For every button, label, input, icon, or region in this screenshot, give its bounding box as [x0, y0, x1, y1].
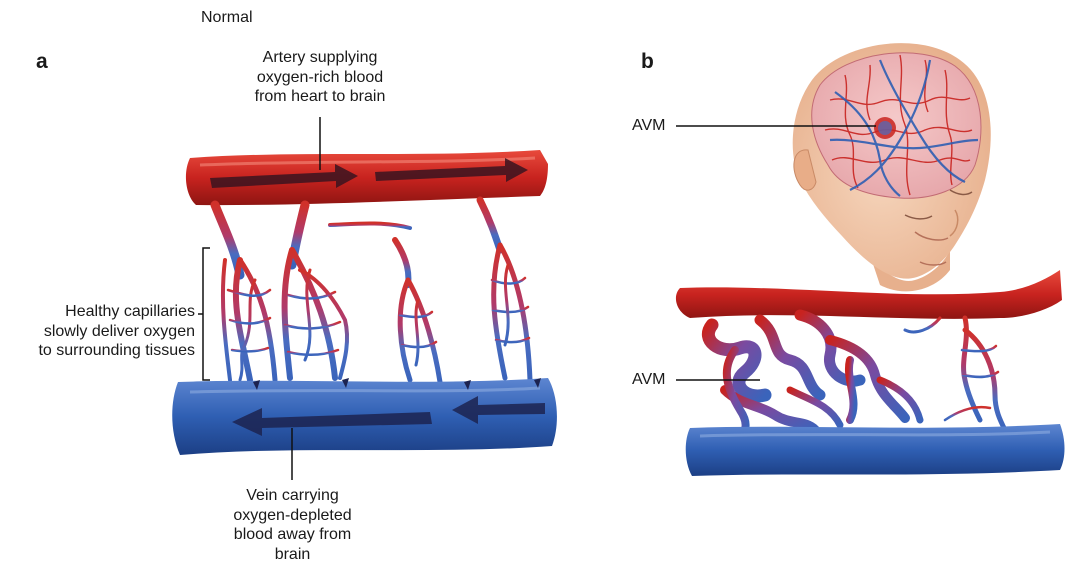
- capillary-label: Healthy capillaries slowly deliver oxyge…: [5, 302, 195, 361]
- avm-brain-label: AVM: [632, 116, 665, 136]
- artery-label-line-1: Artery supplying: [225, 48, 415, 68]
- panel-a-diagram: [172, 117, 557, 480]
- artery-label-line-3: from heart to brain: [225, 87, 415, 107]
- capillary-label-line-1: Healthy capillaries: [5, 302, 195, 322]
- avm-vessel-diagram: [676, 270, 1065, 476]
- avm-tangle: [708, 315, 920, 440]
- vein-label-line-3: blood away from: [215, 525, 370, 545]
- vein-label: Vein carrying oxygen-depleted blood away…: [215, 486, 370, 564]
- panel-a-letter: a: [36, 50, 48, 74]
- vein-label-line-2: oxygen-depleted: [215, 506, 370, 526]
- vein-label-line-4: brain: [215, 545, 370, 565]
- panel-b-letter: b: [641, 50, 654, 74]
- capillary-label-line-3: to surrounding tissues: [5, 341, 195, 361]
- capillary-network: [215, 200, 530, 382]
- vein-label-line-1: Vein carrying: [215, 486, 370, 506]
- avm-vein: [686, 424, 1065, 476]
- artery-label-line-2: oxygen-rich blood: [225, 68, 415, 88]
- artery-label: Artery supplying oxygen-rich blood from …: [225, 48, 415, 107]
- avm-artery: [676, 270, 1062, 319]
- capillary-label-line-2: slowly deliver oxygen: [5, 322, 195, 342]
- capillary-bracket: [198, 248, 210, 380]
- avm-vessel-label: AVM: [632, 370, 665, 390]
- head-illustration: [793, 43, 991, 291]
- normal-label: Normal: [201, 8, 253, 28]
